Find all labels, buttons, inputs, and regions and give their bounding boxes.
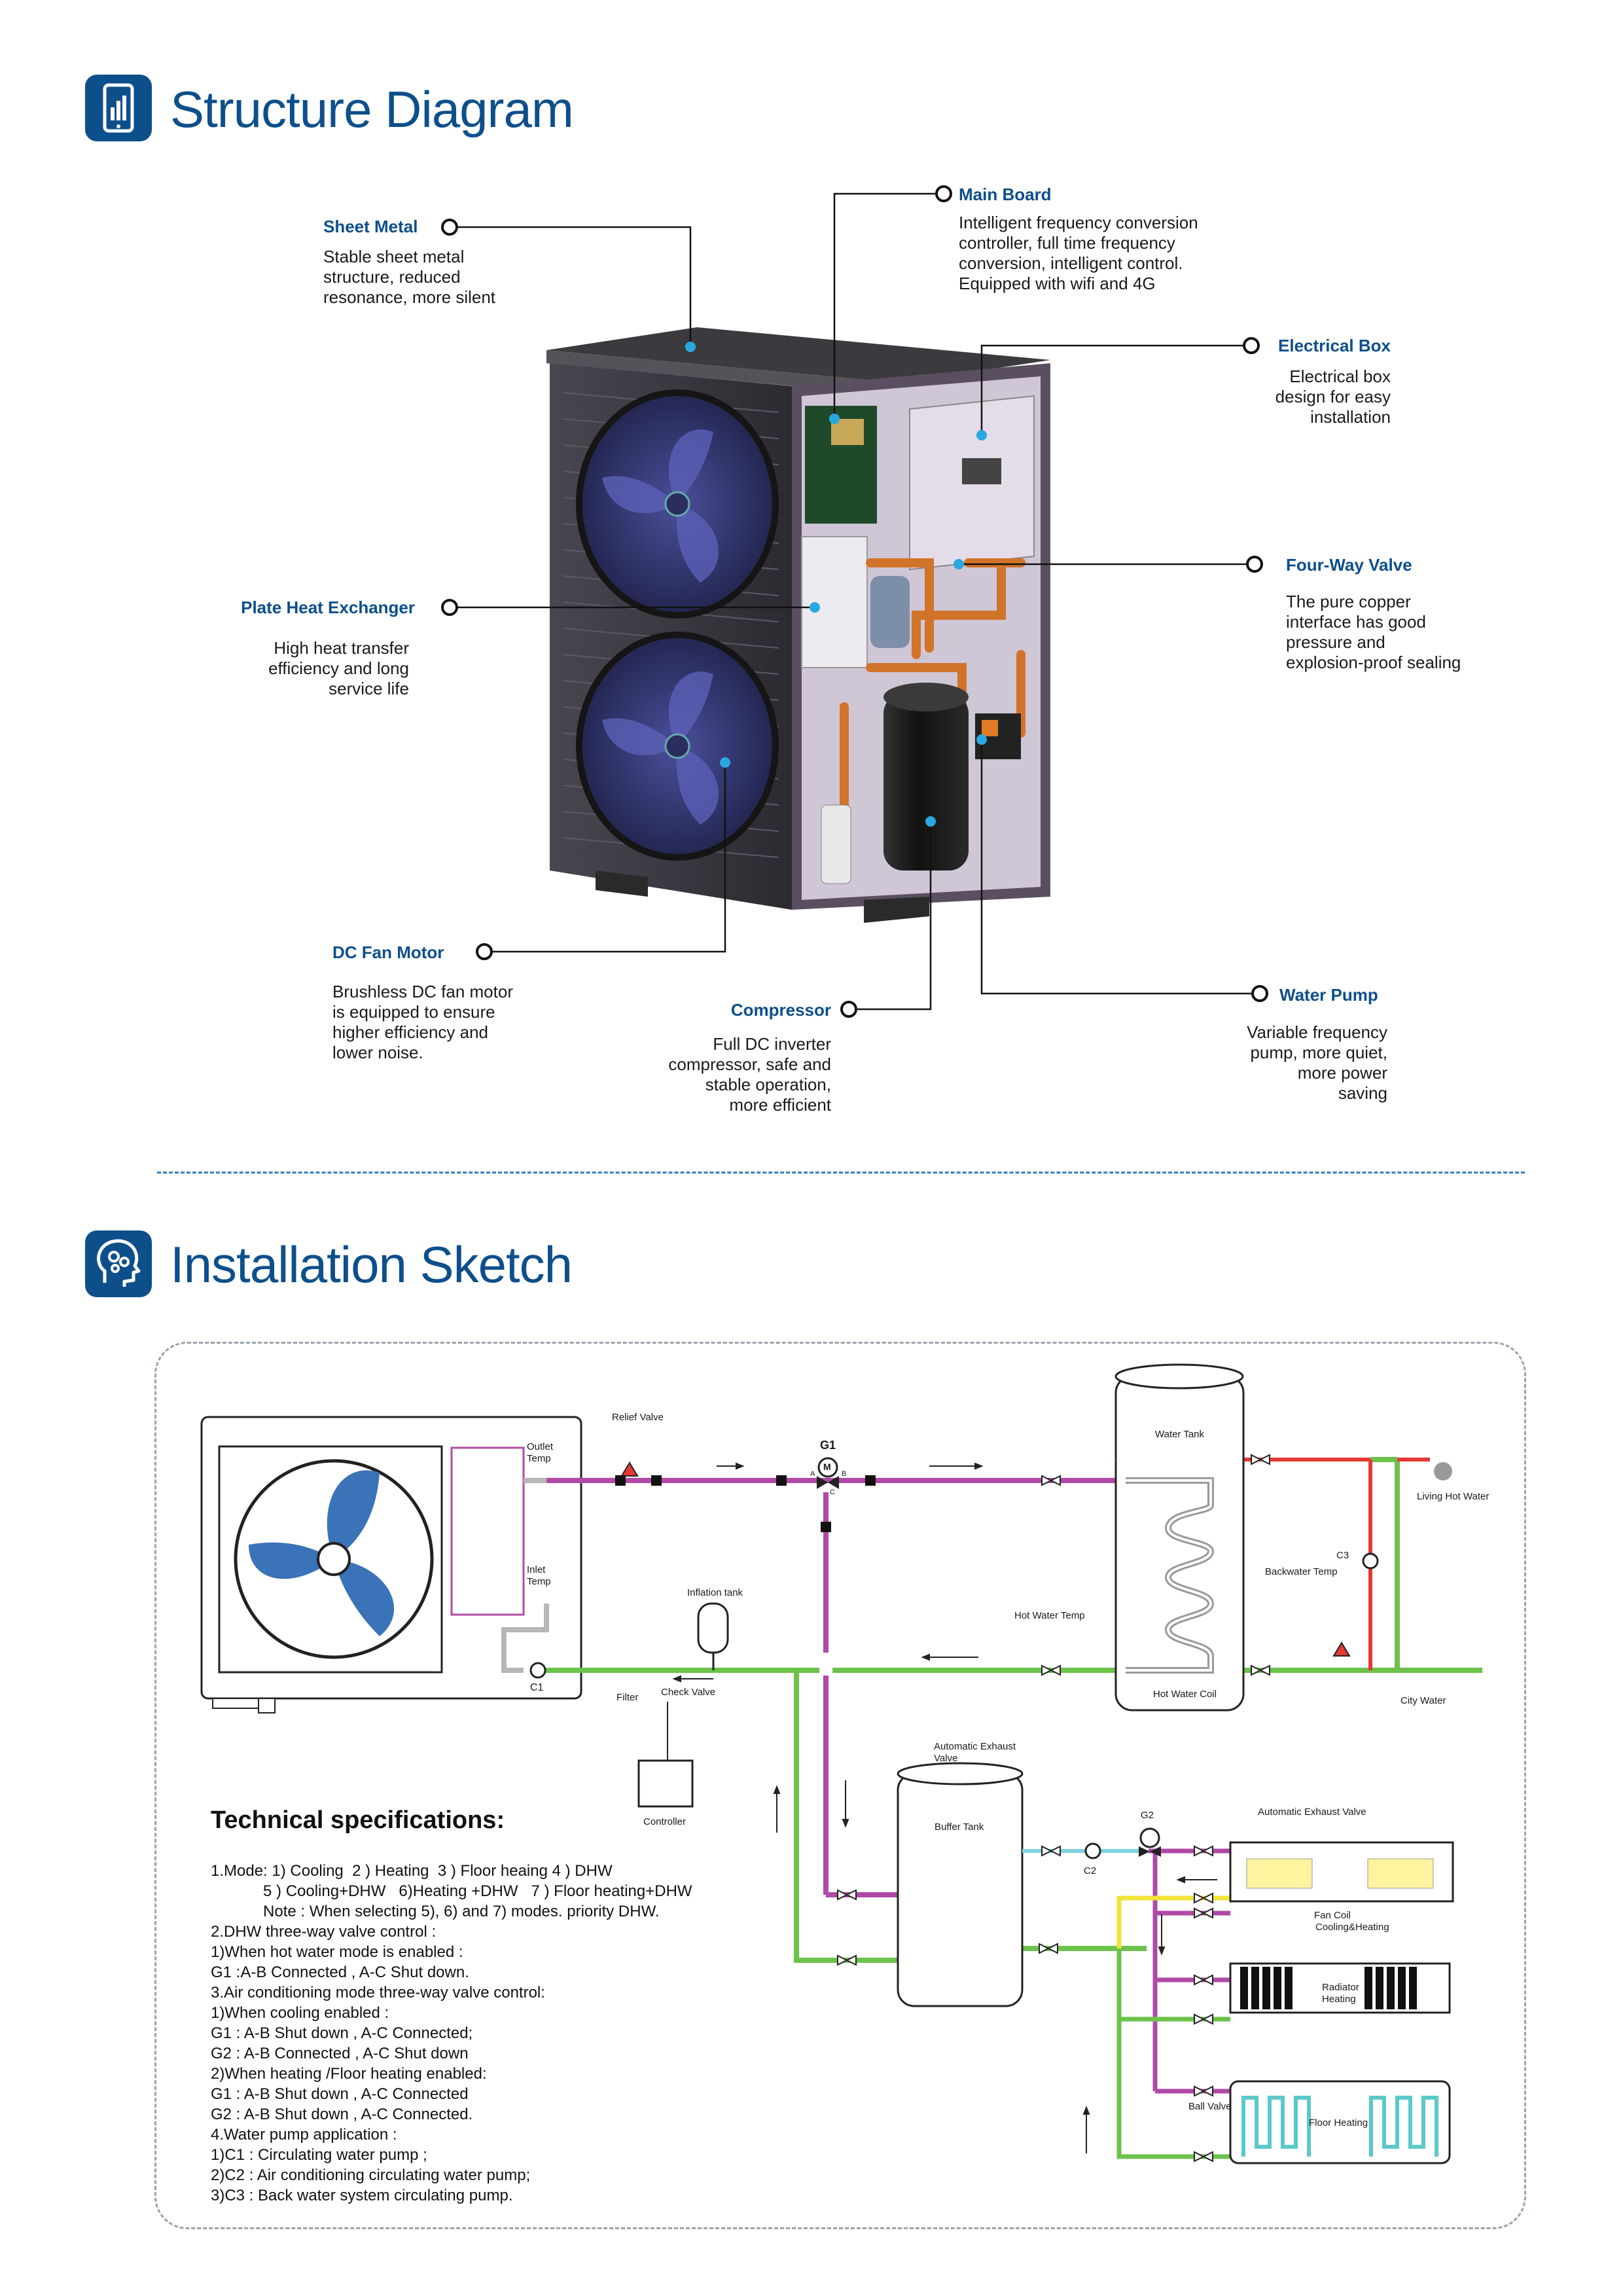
spec-line: 2.DHW three-way valve control :: [211, 1923, 437, 1941]
heat-pump-illustration: [441, 185, 1268, 1018]
label-hot-water-temp: Hot Water Temp: [1014, 1610, 1085, 1621]
label-relief-valve: Relief Valve: [612, 1412, 664, 1423]
label-port-a: A: [810, 1470, 815, 1478]
label-water-pump: Water Pump: [1279, 985, 1378, 1005]
label-four-way-valve: Four-Way Valve: [1286, 555, 1412, 575]
page-title: Structure Diagram: [170, 81, 574, 138]
label-plate-heat-exchanger: Plate Heat Exchanger: [241, 598, 415, 617]
label-outlet-temp-2: Temp: [527, 1453, 551, 1464]
installation-frame: [154, 1342, 1526, 2229]
label-auto-exhaust-2: Valve: [934, 1753, 958, 1764]
spec-line: G1 : A-B Shut down , A-C Connected: [211, 2085, 469, 2103]
desc-main-board: Intelligent frequency conversion control…: [959, 213, 1198, 293]
label-sheet-metal: Sheet Metal: [323, 217, 418, 236]
label-c3: C3: [1336, 1550, 1349, 1561]
label-backwater-temp: Backwater Temp: [1265, 1566, 1338, 1577]
label-g1: G1: [820, 1439, 836, 1452]
label-radiator-1: Radiator: [1322, 1982, 1359, 1993]
spec-line: 2)C2 : Air conditioning circulating wate…: [211, 2166, 531, 2184]
spec-line: G1 : A-B Shut down , A-C Connected;: [211, 2024, 473, 2042]
spec-line: 4.Water pump application :: [211, 2126, 397, 2144]
label-compressor: Compressor: [730, 1000, 831, 1020]
chart-tablet-icon: [85, 75, 152, 141]
spec-line: 1)C1 : Circulating water pump ;: [211, 2146, 427, 2164]
spec-line: 3)C3 : Back water system circulating pum…: [211, 2187, 513, 2204]
spec-line: G2 : A-B Connected , A-C Shut down: [211, 2045, 469, 2062]
label-controller: Controller: [643, 1816, 687, 1827]
label-fan-coil-1: Fan Coil: [1314, 1910, 1351, 1921]
label-city-water: City Water: [1400, 1695, 1446, 1706]
spec-line: Note : When selecting 5), 6) and 7) mode…: [211, 1903, 660, 1920]
spec-line: G2 : A-B Shut down , A-C Connected.: [211, 2106, 473, 2123]
label-auto-exhaust-1: Automatic Exhaust: [934, 1741, 1016, 1752]
label-dc-fan-motor: DC Fan Motor: [332, 942, 444, 962]
label-c2: C2: [1084, 1865, 1097, 1876]
label-floor-heating: Floor Heating: [1309, 2117, 1368, 2128]
desc-water-pump: Variable frequency pump, more quiet, mor…: [1247, 1022, 1387, 1103]
technical-specifications: Technical specifications: 1.Mode: 1) Coo…: [211, 1806, 832, 2206]
label-filter: Filter: [616, 1692, 639, 1703]
spec-line: 1)When hot water mode is enabled :: [211, 1943, 463, 1961]
desc-four-way-valve: The pure copper interface has good press…: [1286, 592, 1461, 672]
specs-title: Technical specifications:: [211, 1806, 505, 1834]
label-auto-exhaust-valve: Automatic Exhaust Valve: [1258, 1806, 1366, 1818]
label-port-b: B: [842, 1470, 847, 1478]
label-water-tank: Water Tank: [1155, 1429, 1205, 1440]
label-electrical-box: Electrical Box: [1278, 336, 1391, 355]
desc-compressor: Full DC inverter compressor, safe and st…: [668, 1034, 831, 1115]
label-g2: G2: [1141, 1810, 1154, 1821]
spec-line: G1 :A-B Connected , A-C Shut down.: [211, 1964, 469, 1981]
specs-lines: 1.Mode: 1) Cooling 2 ) Heating 3 ) Floor…: [211, 1861, 832, 2206]
label-hot-water-coil: Hot Water Coil: [1153, 1689, 1217, 1700]
label-fan-coil-2: Cooling&Heating: [1315, 1922, 1389, 1933]
label-living-hot-water: Living Hot Water: [1417, 1491, 1489, 1502]
desc-dc-fan-motor: Brushless DC fan motor is equipped to en…: [332, 982, 513, 1062]
label-check-valve: Check Valve: [661, 1687, 716, 1698]
label-c1: C1: [530, 1682, 544, 1693]
head-gears-icon: [85, 1230, 152, 1297]
label-inlet-temp-2: Temp: [527, 1576, 551, 1587]
spec-line: 5 ) Cooling+DHW 6)Heating +DHW 7 ) Floor…: [211, 1882, 692, 1900]
label-motor-m: M: [823, 1462, 831, 1472]
desc-sheet-metal: Stable sheet metal structure, reduced re…: [323, 247, 496, 307]
label-main-board: Main Board: [959, 185, 1052, 204]
desc-plate-heat-exchanger: High heat transfer efficiency and long s…: [268, 638, 409, 698]
spec-line: 1.Mode: 1) Cooling 2 ) Heating 3 ) Floor…: [211, 1862, 613, 1880]
spec-line: 2)When heating /Floor heating enabled:: [211, 2065, 487, 2083]
label-inlet-temp-1: Inlet: [527, 1564, 546, 1575]
label-ball-valve: Ball Valve: [1188, 2101, 1232, 2112]
spec-line: 3.Air conditioning mode three-way valve …: [211, 1984, 545, 2001]
spec-line: 1)When cooling enabled :: [211, 2004, 389, 2022]
section-title-installation: Installation Sketch: [170, 1236, 573, 1293]
label-buffer-tank: Buffer Tank: [935, 1821, 984, 1833]
label-port-c: C: [830, 1488, 835, 1496]
desc-electrical-box: Electrical box design for easy installat…: [1275, 367, 1391, 427]
label-outlet-temp-1: Outlet: [527, 1441, 554, 1452]
label-inflation-tank: Inflation tank: [687, 1587, 743, 1598]
section-divider: [157, 1172, 1525, 1174]
label-radiator-2: Heating: [1322, 1994, 1356, 2005]
